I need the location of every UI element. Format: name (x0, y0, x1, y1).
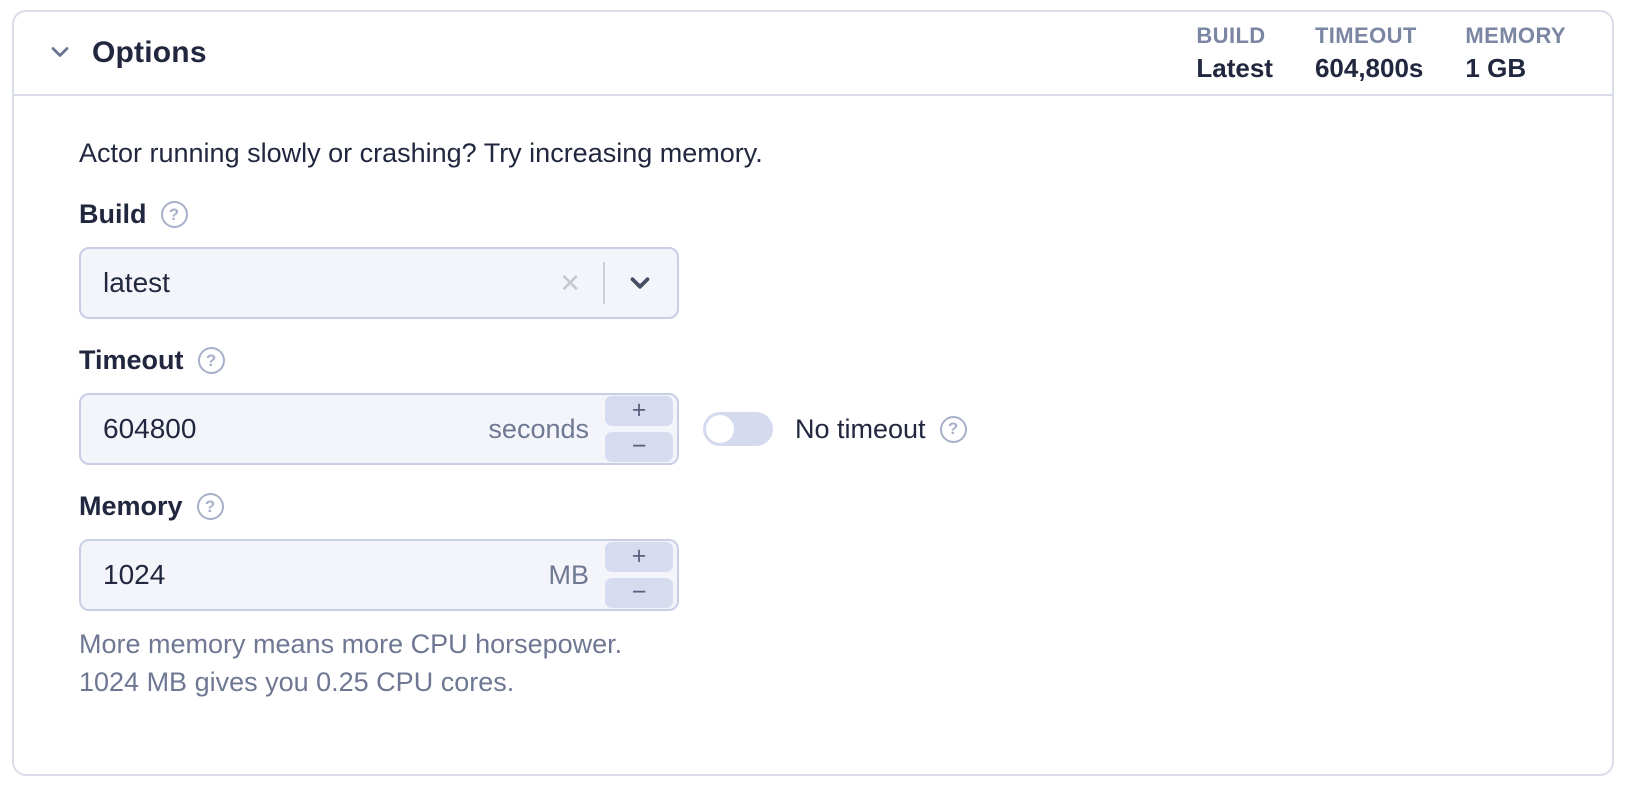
build-select[interactable]: latest ✕ (79, 247, 679, 319)
memory-help-text: More memory means more CPU horsepower. 1… (79, 625, 1547, 701)
summary-build-value: Latest (1196, 52, 1273, 83)
no-timeout-label: No timeout (795, 413, 926, 444)
summary-timeout-value: 604,800s (1314, 52, 1424, 83)
summary-build: BUILD Latest (1196, 23, 1273, 84)
no-timeout-toggle[interactable] (703, 412, 773, 446)
memory-increment-button[interactable]: + (605, 542, 673, 572)
timeout-increment-button[interactable]: + (605, 396, 673, 426)
memory-help-icon[interactable]: ? (196, 493, 224, 520)
memory-hint-text: Actor running slowly or crashing? Try in… (79, 138, 763, 168)
build-field: Build ? latest ✕ (79, 199, 1547, 319)
build-label: Build (79, 199, 147, 229)
memory-stepper: + − (605, 542, 673, 608)
timeout-field: Timeout ? seconds + − No timeout ? (79, 345, 1547, 465)
collapse-chevron-button[interactable] (40, 33, 80, 73)
memory-help-line-2: 1024 MB gives you 0.25 CPU cores. (79, 667, 515, 697)
clear-icon[interactable]: ✕ (559, 267, 581, 298)
options-panel: Options BUILD Latest TIMEOUT 604,800s ME… (12, 10, 1614, 776)
summary-build-label: BUILD (1196, 22, 1266, 48)
panel-title: Options (92, 36, 207, 69)
select-divider (603, 262, 605, 304)
chevron-down-icon (46, 38, 74, 69)
memory-unit: MB (548, 559, 590, 590)
timeout-input-shell: seconds + − (79, 393, 679, 465)
timeout-input[interactable] (103, 413, 489, 445)
summary-memory: MEMORY 1 GB (1465, 23, 1566, 84)
timeout-decrement-button[interactable]: − (605, 432, 673, 462)
timeout-label: Timeout (79, 345, 184, 375)
memory-decrement-button[interactable]: − (605, 578, 673, 608)
timeout-stepper: + − (605, 396, 673, 462)
summary-memory-label: MEMORY (1465, 22, 1566, 48)
build-help-icon[interactable]: ? (160, 201, 188, 228)
no-timeout-help-icon[interactable]: ? (939, 415, 967, 443)
summary-memory-value: 1 GB (1465, 52, 1527, 83)
options-header: Options BUILD Latest TIMEOUT 604,800s ME… (14, 12, 1612, 96)
build-select-value: latest (103, 267, 170, 298)
summary-timeout-label: TIMEOUT (1314, 22, 1417, 48)
memory-label: Memory (79, 491, 183, 521)
options-summary: BUILD Latest TIMEOUT 604,800s MEMORY 1 G… (1196, 23, 1566, 84)
memory-help-line-1: More memory means more CPU horsepower. (79, 629, 623, 659)
memory-input-shell: MB + − (79, 539, 679, 611)
memory-field: Memory ? MB + − More memory means more C… (79, 491, 1547, 701)
timeout-help-icon[interactable]: ? (197, 347, 225, 374)
timeout-unit: seconds (488, 413, 589, 444)
toggle-knob (706, 415, 734, 443)
options-body: Actor running slowly or crashing? Try in… (14, 96, 1612, 701)
memory-input[interactable] (103, 559, 549, 591)
chevron-down-icon[interactable] (625, 268, 655, 298)
summary-timeout: TIMEOUT 604,800s (1315, 23, 1423, 84)
